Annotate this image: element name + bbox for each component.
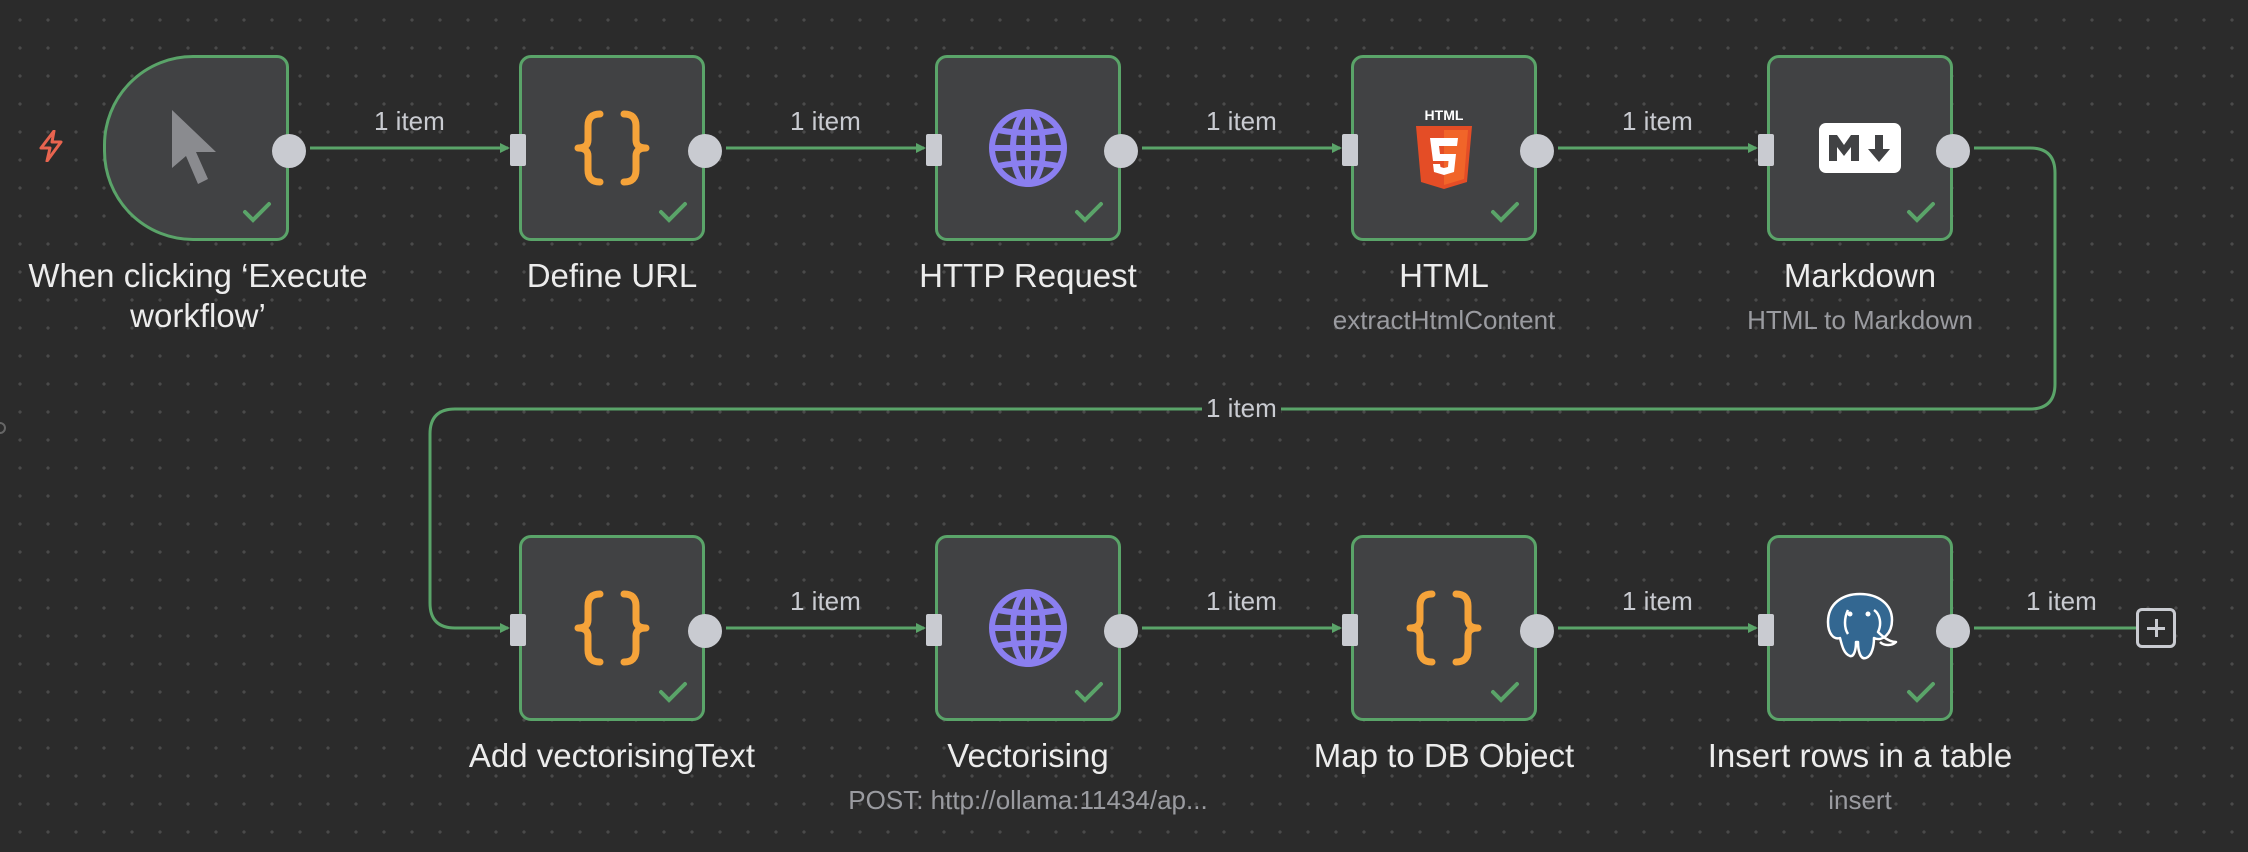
- globe-icon: [989, 589, 1067, 667]
- edge-label: 1 item: [2026, 586, 2097, 616]
- output-port[interactable]: [272, 134, 306, 168]
- node-subtitle: extractHtmlContent: [1332, 305, 1556, 335]
- node-title: HTTP Request: [919, 257, 1137, 294]
- node-subtitle: HTML to Markdown: [1747, 305, 1973, 335]
- output-port[interactable]: [1936, 134, 1970, 168]
- success-check-icon: [1075, 682, 1103, 703]
- lightning-icon: [39, 130, 63, 162]
- success-check-icon: [243, 202, 271, 223]
- input-port[interactable]: [1342, 134, 1358, 166]
- output-port[interactable]: [1936, 614, 1970, 648]
- input-port[interactable]: [1758, 614, 1774, 646]
- html-badge-text: HTML: [1425, 107, 1464, 123]
- output-port[interactable]: [1520, 134, 1554, 168]
- edge-label: 1 item: [790, 586, 861, 616]
- node-vectorising[interactable]: [926, 535, 1138, 721]
- node-html[interactable]: HTML: [1342, 55, 1554, 241]
- input-port[interactable]: [926, 134, 942, 166]
- input-port[interactable]: [510, 134, 526, 166]
- node-title: Vectorising: [947, 737, 1109, 774]
- edge-handle-dot: [0, 422, 6, 434]
- globe-icon: [989, 109, 1067, 187]
- edge-label: 1 item: [1622, 586, 1693, 616]
- node-markdown[interactable]: [1758, 55, 1970, 241]
- input-port[interactable]: [1342, 614, 1358, 646]
- success-check-icon: [659, 682, 687, 703]
- node-define-url[interactable]: [510, 55, 722, 241]
- edge-label: 1 item: [1206, 106, 1277, 136]
- cursor-icon: [172, 110, 216, 184]
- postgres-elephant-icon: [1826, 592, 1898, 660]
- input-port[interactable]: [1758, 134, 1774, 166]
- node-http-request[interactable]: [926, 55, 1138, 241]
- edge-label: 1 item: [1206, 586, 1277, 616]
- node-title: Add vectorisingText: [468, 737, 756, 774]
- success-check-icon: [1907, 682, 1935, 703]
- node-trigger[interactable]: [103, 55, 306, 241]
- edge-label: 1 item: [1202, 393, 1281, 423]
- node-insert-rows[interactable]: [1758, 535, 1970, 721]
- input-port[interactable]: [510, 614, 526, 646]
- output-port[interactable]: [1104, 614, 1138, 648]
- output-port[interactable]: [688, 614, 722, 648]
- node-subtitle: POST: http://ollama:11434/ap...: [848, 785, 1208, 815]
- success-check-icon: [1491, 202, 1519, 223]
- node-title: Map to DB Object: [1313, 737, 1575, 774]
- markdown-icon: [1819, 123, 1901, 173]
- success-check-icon: [1491, 682, 1519, 703]
- braces-icon: [574, 590, 650, 666]
- output-port[interactable]: [1520, 614, 1554, 648]
- plus-icon: [2155, 619, 2158, 637]
- node-subtitle: insert: [1828, 785, 1892, 815]
- node-title: Markdown: [1783, 257, 1937, 294]
- edge-label: 1 item: [1622, 106, 1693, 136]
- success-check-icon: [1907, 202, 1935, 223]
- braces-icon: [1406, 590, 1482, 666]
- output-port[interactable]: [688, 134, 722, 168]
- edge-label: 1 item: [374, 106, 445, 136]
- node-title: Define URL: [526, 257, 698, 294]
- add-node-button[interactable]: [2136, 608, 2176, 648]
- html5-icon: HTML: [1416, 107, 1472, 189]
- success-check-icon: [659, 202, 687, 223]
- braces-icon: [574, 110, 650, 186]
- node-title: HTML: [1399, 257, 1489, 294]
- node-title: Insert rows in a table: [1707, 737, 2013, 774]
- edge-label: 1 item: [790, 106, 861, 136]
- input-port[interactable]: [926, 614, 942, 646]
- node-add-vectorising-text[interactable]: [510, 535, 722, 721]
- success-check-icon: [1075, 202, 1103, 223]
- node-map-to-db-object[interactable]: [1342, 535, 1554, 721]
- node-title: When clicking ‘Execute workflow’: [28, 257, 368, 334]
- output-port[interactable]: [1104, 134, 1138, 168]
